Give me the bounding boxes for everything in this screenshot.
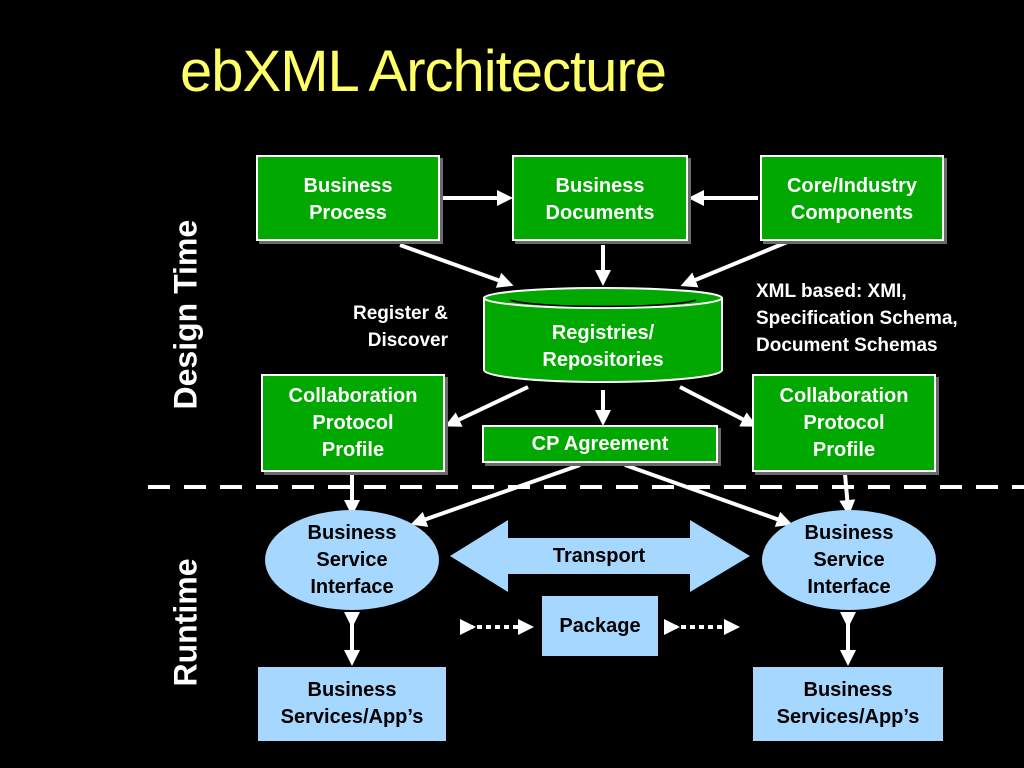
xml-based-note: XML based: XMI, Specification Schema, Do…: [756, 281, 958, 356]
cpp-left-box: Collaboration Protocol Profile: [261, 374, 445, 472]
registries-label: Registries/ Repositories: [542, 322, 664, 371]
register-discover-label: Register & Discover: [352, 303, 448, 351]
arrow-registry-to-cpp-left: [444, 385, 529, 427]
business-process-box: Business Process: [256, 155, 440, 241]
page-title: ebXML Architecture: [180, 39, 667, 104]
bsi-right-ellipse: Business Service Interface: [762, 510, 936, 610]
arrow-cpp-right-to-bsi: [839, 473, 856, 516]
business-documents-box: Business Documents: [512, 155, 688, 241]
arrow-cpa-to-bsi-right: [624, 463, 793, 527]
transport-label: Transport: [552, 545, 646, 567]
arrow-cpa-to-bsi-left: [410, 463, 581, 527]
bsi-left-ellipse: Business Service Interface: [265, 510, 439, 610]
arrow-components-to-registry: [680, 236, 798, 288]
cpp-right-box: Collaboration Protocol Profile: [752, 374, 936, 472]
apps-left-box: Business Services/App’s: [258, 667, 446, 741]
transport-arrow-shape: [450, 520, 750, 592]
registries-cylinder: [483, 287, 723, 383]
cp-agreement-box: CP Agreement: [482, 425, 718, 463]
arrow-registry-to-cpp-right: [679, 385, 758, 427]
package-box: Package: [542, 596, 658, 656]
core-components-box: Core/Industry Components: [760, 155, 944, 241]
arrow-process-to-registry: [399, 243, 514, 288]
apps-right-box: Business Services/App’s: [753, 667, 943, 741]
